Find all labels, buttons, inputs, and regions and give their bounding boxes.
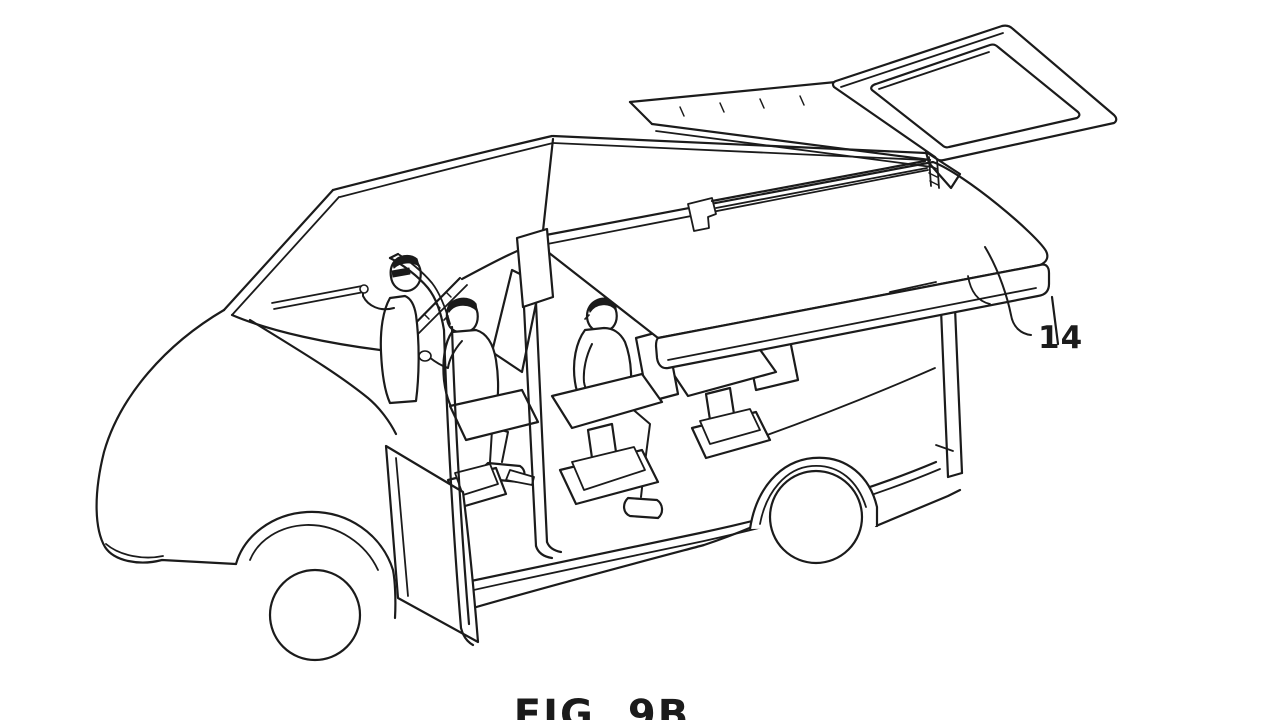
wheels	[236, 458, 877, 660]
rear-passenger-shoe	[624, 498, 662, 518]
b-pillar-foot-b	[547, 542, 561, 552]
drawing-root: 14 FIG. 9B	[97, 26, 1117, 720]
windshield-far-edge-inner	[232, 197, 339, 315]
front-tire	[270, 570, 360, 660]
roof-front-edge-inner	[340, 143, 553, 197]
front-nose-outline	[97, 310, 236, 564]
tray-left-cap	[630, 102, 652, 124]
rear-pillar-step	[936, 445, 953, 451]
b-pillar-header	[517, 229, 553, 307]
rear-tire	[770, 471, 862, 563]
door-frame-top-cap	[390, 254, 398, 258]
front-passenger-shoe-2	[506, 470, 534, 485]
ref-label-14: 14	[1038, 320, 1083, 356]
cab-roof-rear-edge	[542, 139, 553, 240]
b-pillar-front-line	[524, 307, 536, 546]
hood-shoulder-line	[250, 320, 396, 434]
cowl-line	[232, 315, 388, 351]
front-passenger-hand	[419, 351, 431, 361]
windshield-far-edge	[224, 190, 333, 310]
far-roof-rail	[553, 136, 926, 153]
rear-pillar-foot	[948, 473, 962, 477]
front-fender-lip	[250, 525, 378, 570]
tray-hatching	[680, 96, 804, 116]
driver-figure	[360, 256, 421, 403]
tray-far-rail	[630, 82, 836, 102]
figure-caption: FIG. 9B	[514, 692, 690, 720]
rear-bottom-edge	[876, 490, 960, 526]
driver-hand	[360, 285, 368, 293]
driver-torso	[381, 296, 419, 403]
roof-front-edge	[333, 136, 552, 190]
